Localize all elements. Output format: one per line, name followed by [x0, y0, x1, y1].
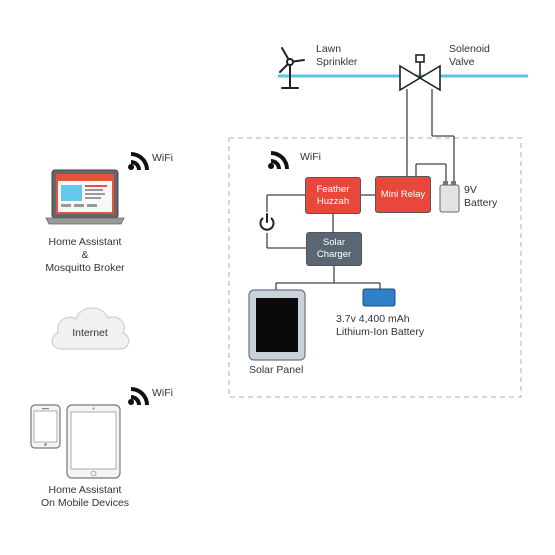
wifi-label-laptop: WiFi	[152, 152, 173, 164]
tablet-icon	[66, 404, 121, 479]
battery-icon	[439, 181, 460, 213]
wifi-label-mobile: WiFi	[152, 387, 173, 399]
mobile-devices-text: On Mobile Devices	[40, 497, 130, 509]
lipo-label: 3.7v 4,400 mAh Lithium-Ion Battery	[336, 313, 424, 339]
charger-label: Charger	[316, 249, 352, 260]
battery-9v-text: 9V	[464, 184, 477, 196]
lipo-battery-icon	[362, 288, 396, 307]
solar-panel-label: Solar Panel	[249, 364, 304, 376]
solenoid-valve-icon	[399, 54, 441, 92]
home-assistant-label: Home Assistant & Mosquitto Broker	[20, 236, 150, 275]
feather-label: Feather	[316, 183, 350, 195]
wifi-icon	[128, 152, 149, 170]
solenoid-valve-label: Solenoid Valve	[449, 43, 490, 69]
solar-charger-box: Solar Charger	[306, 232, 362, 266]
valve-text: Valve	[449, 56, 475, 68]
mini-relay-box: Mini Relay	[375, 176, 431, 213]
huzzah-label: Huzzah	[316, 195, 350, 207]
phone-icon	[30, 404, 61, 449]
enclosure-box	[228, 137, 522, 398]
power-button-icon	[259, 213, 275, 231]
wifi-icon	[128, 387, 149, 405]
lipo-capacity-text: 3.7v 4,400 mAh	[336, 313, 410, 325]
wind-turbine-icon	[279, 47, 305, 89]
home-assistant-text: Home Assistant	[48, 236, 122, 248]
lipo-type-text: Lithium-Ion Battery	[336, 326, 425, 338]
feather-huzzah-box: Feather Huzzah	[305, 177, 361, 214]
solar-panel-icon	[248, 289, 306, 361]
wires	[266, 89, 455, 290]
battery-label: 9V Battery	[464, 184, 497, 210]
internet-label: Internet	[72, 327, 108, 339]
sprinkler-text: Sprinkler	[316, 56, 358, 68]
battery-text: Battery	[464, 197, 498, 209]
ampersand-text: &	[81, 249, 89, 261]
mobile-devices-label: Home Assistant On Mobile Devices	[10, 484, 160, 510]
cloud-icon	[51, 307, 130, 350]
laptop-icon	[45, 169, 125, 225]
solenoid-text: Solenoid	[449, 43, 490, 55]
solar-label: Solar	[322, 237, 346, 248]
lawn-sprinkler-label: Lawn Sprinkler	[316, 43, 357, 69]
mosquitto-text: Mosquitto Broker	[45, 262, 125, 274]
mini-relay-label: Mini Relay	[380, 188, 426, 200]
wifi-icon	[268, 151, 289, 169]
wifi-label-main: WiFi	[300, 151, 321, 163]
mobile-home-assistant-text: Home Assistant	[48, 484, 122, 496]
lawn-text: Lawn	[316, 43, 342, 55]
